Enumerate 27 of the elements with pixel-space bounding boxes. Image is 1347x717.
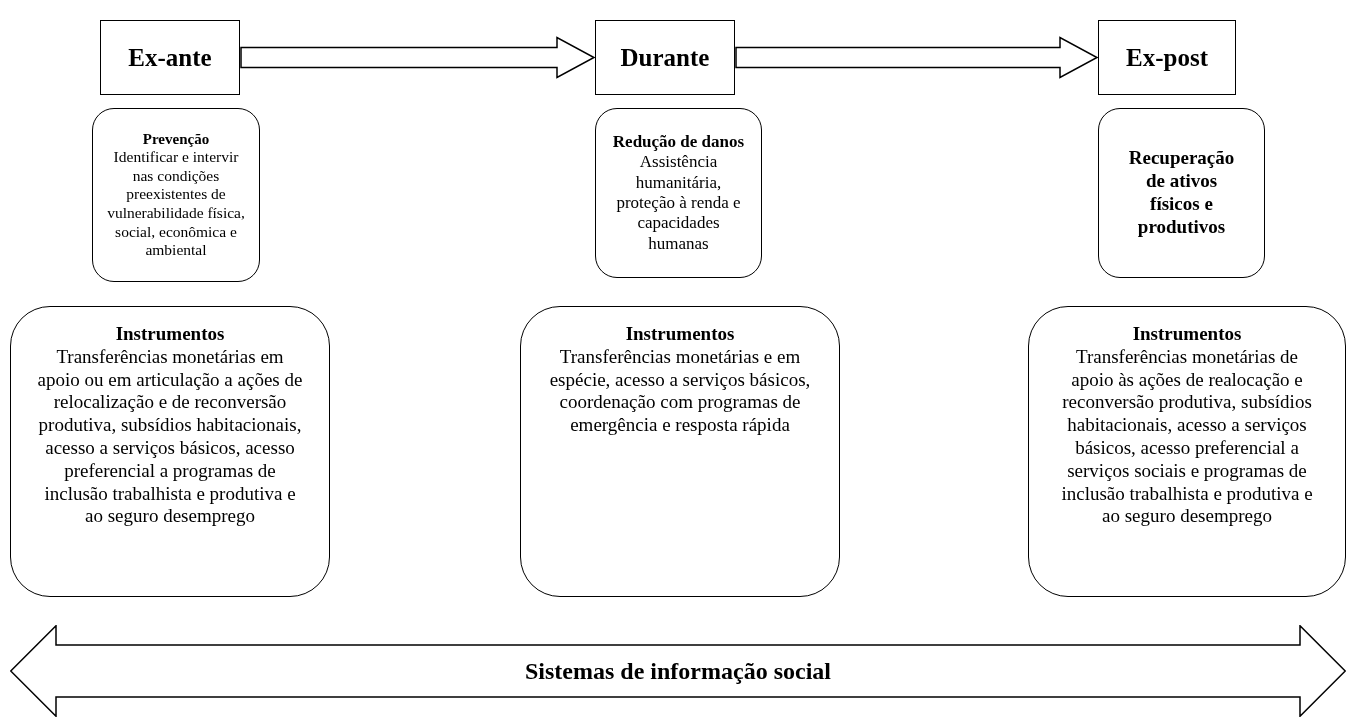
body-text: Identificar e intervir nas condições preexistentes de vulnerabilidade física, social, econômica e ambiental bbox=[106, 148, 246, 260]
heading-text: Prevenção bbox=[142, 130, 210, 149]
body-text: Assistência humanitária, proteção à renda e capacidades humanas bbox=[615, 152, 742, 255]
body-text: Transferências monetárias em apoio ou em articulação a ações de relocalização e de reconversão produtiva, subsídios habitacionais, acesso a serviços básicos, acesso preferencial a programas de inclusão trabalhista e produtiva e ao seguro desemprego bbox=[37, 345, 303, 529]
stage-box bbox=[595, 20, 735, 95]
stage-box bbox=[1098, 20, 1236, 95]
body-text: Transferências monetárias e em espécie, acesso a serviços básicos, coordenação com programas de emergência e resposta rápida bbox=[548, 345, 812, 437]
phase-box bbox=[92, 108, 260, 282]
instruments-box bbox=[10, 306, 330, 597]
heading-text: Instrumentos bbox=[115, 323, 225, 346]
instruments-box bbox=[520, 306, 840, 597]
label-text: Ex-post bbox=[1126, 42, 1208, 73]
label-text: Recuperação de ativos físicos e produtivos bbox=[1127, 147, 1236, 239]
body-text: Transferências monetárias de apoio às ações de realocação e reconversão produtiva, subsídios habitacionais, acesso a serviços básicos, acesso preferencial a serviços sociais e programas de inclusão trabalhista e produtiva e ao seguro desemprego bbox=[1060, 345, 1314, 529]
block-arrow bbox=[240, 36, 596, 79]
phase-box bbox=[595, 108, 762, 278]
instruments-box bbox=[1028, 306, 1346, 597]
label-text: Durante bbox=[620, 42, 710, 73]
heading-text: Instrumentos bbox=[1132, 323, 1242, 346]
label-text: Ex-ante bbox=[128, 42, 212, 73]
phase-box bbox=[1098, 108, 1265, 278]
label-text: Sistemas de informação social bbox=[525, 656, 831, 686]
stage-box bbox=[100, 20, 240, 95]
double-arrow-band bbox=[10, 625, 1346, 717]
block-arrow bbox=[735, 36, 1099, 79]
heading-text: Redução de danos bbox=[612, 131, 745, 153]
heading-text: Instrumentos bbox=[625, 323, 735, 346]
